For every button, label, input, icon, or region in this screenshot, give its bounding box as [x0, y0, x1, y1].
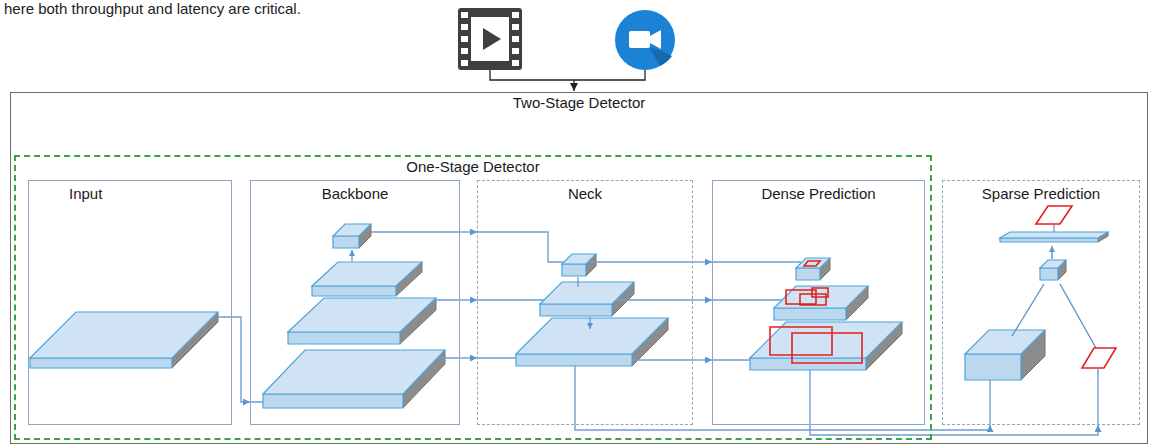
stage-label: One-Stage Detector [406, 158, 539, 175]
one-stage-region: One-Stage DetectorInput Backbone Neck Dense… [14, 155, 932, 440]
label-row: Neck [478, 181, 692, 203]
label-row: Two-Stage Detector [11, 93, 1147, 112]
slab-front [30, 358, 172, 368]
downward-arrow [578, 277, 590, 329]
sparse-head [965, 206, 1116, 380]
stage-label: Sparse Prediction [982, 185, 1100, 202]
backbone-pyramid [263, 224, 445, 408]
stage-label: Two-Stage Detector [513, 94, 646, 111]
feature-connector [460, 357, 477, 358]
two-stage-frame: Two-Stage DetectorOne-Stage DetectorInpu… [10, 92, 1148, 444]
caption-fragment: here both throughput and latency are cri… [4, 0, 301, 17]
camera-icon [615, 10, 675, 70]
stage-box: Backbone [250, 180, 460, 425]
label-row: Backbone [251, 181, 459, 203]
output-line [1053, 225, 1054, 232]
film-holes [461, 12, 519, 66]
feature-lines [218, 232, 1098, 425]
stage-box: Dense Prediction [712, 180, 925, 425]
stage-box: Sparse Prediction [942, 180, 1140, 425]
slab-top [263, 224, 445, 394]
stage-box: Input [28, 180, 232, 425]
feature-connector [460, 299, 477, 300]
play-symbol [483, 28, 501, 50]
camera-body [629, 31, 650, 48]
upward-arrow [351, 250, 352, 261]
bounding-boxes [770, 261, 862, 363]
slab-top [750, 258, 902, 358]
label-row: One-Stage Detector [16, 157, 930, 176]
camera-shadow [650, 48, 672, 66]
film-panel [471, 17, 509, 61]
slab-top [516, 254, 668, 354]
stage-label: Input [69, 185, 102, 202]
input-slab [30, 312, 218, 368]
video-icon [458, 8, 522, 70]
label-row: Input [29, 181, 231, 203]
source-wire [490, 70, 645, 80]
camera-lens [650, 30, 661, 49]
feature-connector [232, 317, 250, 402]
dense-pyramid [750, 258, 902, 370]
camera-disc [615, 10, 675, 70]
feature-connector [575, 425, 990, 430]
feature-connector [693, 261, 712, 262]
feature-connector [810, 425, 1098, 435]
label-row: Sparse Prediction [943, 181, 1139, 203]
bounding-boxes [1036, 206, 1116, 368]
slab-top [965, 232, 1108, 354]
stage-label: Dense Prediction [761, 185, 875, 202]
neck-pyramid [516, 254, 668, 366]
inner-arrows [1012, 246, 1096, 348]
feature-connector [460, 231, 477, 232]
feature-connector [693, 299, 712, 300]
feature-connector [693, 359, 712, 360]
slab-front [965, 238, 1098, 380]
stage-label: Neck [568, 185, 602, 202]
slab-side [1021, 232, 1108, 380]
stage-box: Neck [477, 180, 693, 425]
label-row: Dense Prediction [713, 181, 924, 203]
source-arrow [573, 80, 574, 91]
film-frame [458, 8, 522, 70]
stage-label: Backbone [322, 185, 389, 202]
slab-top [30, 312, 218, 358]
